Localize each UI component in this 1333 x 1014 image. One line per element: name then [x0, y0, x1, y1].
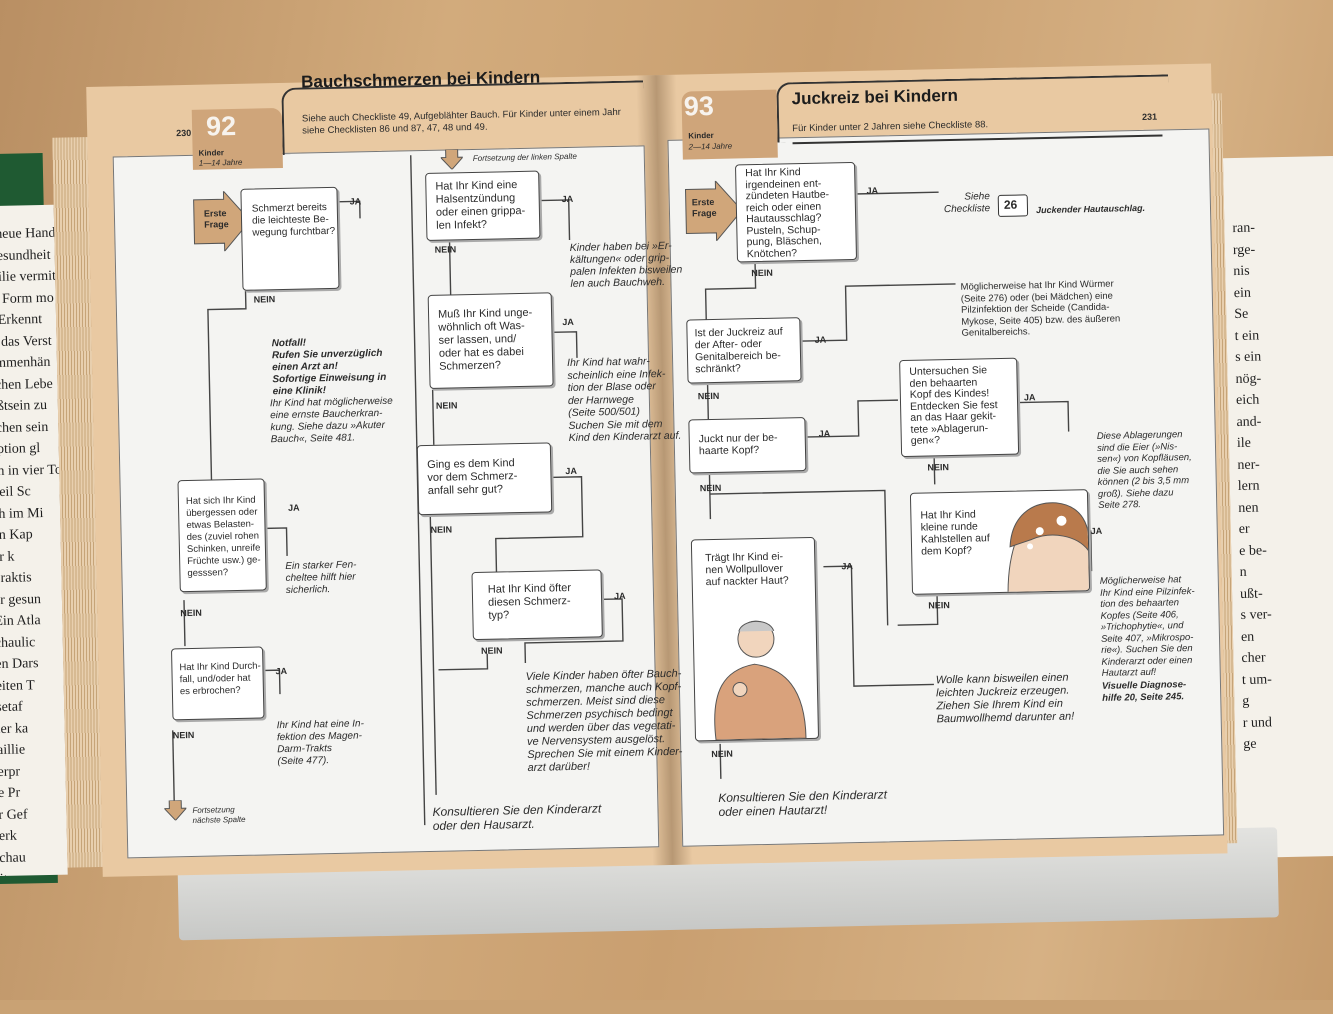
- right-question-3-text: Juckt nur der be-haarte Kopf?: [698, 431, 778, 458]
- right-page-number: 231: [1141, 111, 1158, 122]
- left-start-arrow-icon: [193, 190, 251, 252]
- right-question-5: [909, 489, 1091, 595]
- right-q2-no: NEIN: [697, 390, 720, 402]
- right-q2-yes-note: Möglicherweise hat Ihr Kind Würmer(Seite…: [960, 278, 1121, 339]
- left-q4-no: NEIN: [434, 244, 457, 255]
- left-age-range: 1—14 Jahre: [198, 157, 243, 168]
- left-q6-yes: JA: [565, 465, 577, 477]
- left-q2-no: NEIN: [180, 607, 202, 619]
- child-sweater-illustration: [714, 620, 807, 741]
- left-q3-yes-note: Ihr Kind hat eine In-fektion des Magen-D…: [276, 718, 365, 768]
- left-q4-yes-note: Kinder haben bei »Er-kältungen« oder gri…: [569, 239, 683, 290]
- left-age-label: Kinder: [198, 148, 225, 158]
- right-q3-yes: JA: [818, 428, 831, 439]
- right-q2-yes: JA: [814, 334, 827, 345]
- left-q5-yes-note: Ihr Kind hat wahr-scheinlich eine Infek-…: [566, 355, 682, 445]
- left-q4-yes: JA: [561, 193, 574, 205]
- left-q5-no: NEIN: [435, 400, 458, 411]
- right-age-range: 2—14 Jahre: [688, 141, 733, 152]
- left-q7-yes: JA: [613, 590, 626, 602]
- child-head-illustration: [1007, 502, 1089, 594]
- left-question-5-text: Muß Ihr Kind unge-wöhnlich oft Was-ser l…: [437, 306, 533, 373]
- right-q6-no: NEIN: [711, 748, 733, 760]
- left-start-label-2: Frage: [204, 219, 229, 230]
- right-question-6: [690, 536, 820, 742]
- right-page-title: Juckreiz bei Kindern: [791, 85, 959, 109]
- left-q3-no: NEIN: [172, 729, 195, 741]
- right-q5-yes: JA: [1090, 525, 1103, 537]
- right-start-label-2: Frage: [691, 207, 717, 219]
- left-q7-yes-note: Viele Kinder haben öfter Bauch-schmerzen…: [525, 667, 683, 774]
- left-page-number: 230: [176, 127, 192, 139]
- right-q4-no: NEIN: [927, 462, 949, 473]
- right-age-label: Kinder: [688, 130, 714, 141]
- left-start-label-1: Erste: [203, 208, 227, 219]
- right-q1-no: NEIN: [751, 267, 773, 279]
- left-checklist-number: 92: [205, 110, 237, 142]
- right-q6-yes: JA: [841, 561, 854, 572]
- right-q5-no: NEIN: [928, 600, 950, 611]
- right-see-number: 26: [1003, 197, 1018, 212]
- right-see-title: Juckender Hautauschlag.: [1035, 202, 1146, 216]
- right-q3-no: NEIN: [699, 482, 722, 494]
- right-q1-yes: JA: [866, 185, 879, 196]
- left-q5-yes: JA: [562, 316, 574, 328]
- right-q4-yes: JA: [1023, 392, 1036, 403]
- right-checklist-number: 93: [683, 90, 715, 122]
- continue-from-left-arrow-icon: [440, 149, 464, 170]
- left-q1-yes: JA: [349, 196, 362, 207]
- left-q1-no: NEIN: [253, 294, 276, 305]
- left-q3-yes: JA: [275, 665, 288, 677]
- left-q7-no: NEIN: [481, 645, 503, 656]
- left-q2-yes: JA: [287, 502, 300, 513]
- right-start-arrow-icon: [684, 180, 743, 242]
- continue-down-arrow-icon: [164, 800, 187, 821]
- left-q6-no: NEIN: [430, 524, 453, 535]
- right-start-label-1: Erste: [691, 196, 715, 208]
- right-q5-yes-note-bold: Visuelle Diagnose-hilfe 20, Seite 245.: [1101, 679, 1187, 704]
